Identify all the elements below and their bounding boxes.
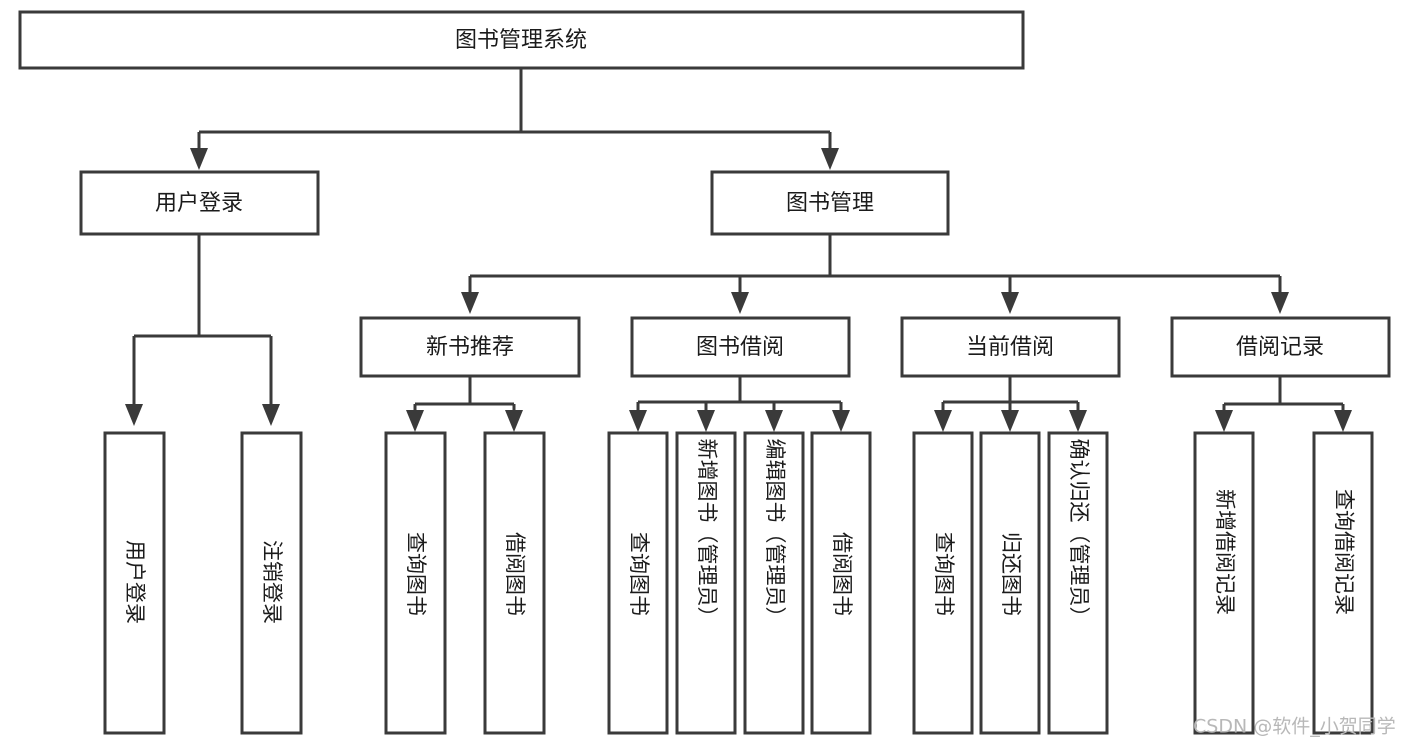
- leaf-add-record-label: 新增借阅记录: [1213, 489, 1237, 615]
- leaf-query-book-2-label: 查询图书: [627, 532, 651, 616]
- arrow-to-new-book-recommend: [461, 292, 479, 314]
- leaf-return-book-label: 归还图书: [999, 532, 1023, 616]
- node-current-borrow[interactable]: 当前借阅: [900, 316, 1121, 378]
- node-borrow-record[interactable]: 借阅记录: [1170, 316, 1391, 378]
- leaf-query-book-2[interactable]: 查询图书: [607, 431, 669, 735]
- leaf-edit-book-box[interactable]: [743, 431, 805, 735]
- node-current-borrow-box[interactable]: [900, 316, 1121, 378]
- node-root[interactable]: 图书管理系统: [18, 10, 1025, 70]
- node-book-management-label: 图书管理: [786, 191, 874, 216]
- node-book-borrow-box[interactable]: [630, 316, 851, 378]
- node-new-book-recommend-box[interactable]: [359, 316, 581, 378]
- arrow-to-book-management: [821, 148, 839, 170]
- leaf-add-record[interactable]: 新增借阅记录: [1193, 431, 1255, 735]
- leaf-logout-login-label: 注销登录: [260, 540, 284, 624]
- node-borrow-record-label: 借阅记录: [1236, 335, 1324, 360]
- leaf-query-book-3-label: 查询图书: [932, 532, 956, 616]
- leaf-add-book[interactable]: 新增图书（管理员）: [675, 431, 737, 735]
- arrow-leaf-add-record: [1215, 410, 1233, 432]
- leaf-query-book-1[interactable]: 查询图书: [384, 431, 447, 735]
- leaf-add-book-label: 新增图书（管理员）: [695, 439, 719, 628]
- leaf-user-login[interactable]: 用户登录: [103, 431, 166, 735]
- node-book-borrow[interactable]: 图书借阅: [630, 316, 851, 378]
- node-new-book-recommend[interactable]: 新书推荐: [359, 316, 581, 378]
- leaf-borrow-book-2[interactable]: 借阅图书: [810, 431, 872, 735]
- arrow-to-book-borrow: [731, 292, 749, 314]
- watermark: CSDN @软件_小贺同学: [1193, 716, 1396, 738]
- leaf-query-book-3-box[interactable]: [912, 431, 974, 735]
- node-borrow-record-box[interactable]: [1170, 316, 1391, 378]
- leaf-logout-login-box[interactable]: [240, 431, 303, 735]
- leaf-confirm-return-label: 确认归还（管理员）: [1067, 439, 1091, 628]
- leaf-edit-book-label: 编辑图书（管理员）: [763, 439, 787, 628]
- arrow-leaf-query-book-1: [406, 410, 424, 432]
- leaf-query-book-1-box[interactable]: [384, 431, 447, 735]
- node-current-borrow-label: 当前借阅: [966, 335, 1054, 360]
- node-user-login[interactable]: 用户登录: [79, 170, 320, 236]
- node-root-label: 图书管理系统: [455, 28, 587, 53]
- leaf-query-book-2-box[interactable]: [607, 431, 669, 735]
- connector-group-current-borrow: [934, 376, 1087, 432]
- arrow-to-current-borrow: [1001, 292, 1019, 314]
- arrow-leaf-add-book: [697, 410, 715, 432]
- leaf-logout-login[interactable]: 注销登录: [240, 431, 303, 735]
- connector-group-book-borrow: [629, 376, 850, 432]
- leaf-confirm-return[interactable]: 确认归还（管理员）: [1047, 431, 1109, 735]
- arrow-to-borrow-record: [1271, 292, 1289, 314]
- node-book-borrow-label: 图书借阅: [696, 335, 784, 360]
- leaf-query-record-label: 查询借阅记录: [1332, 489, 1356, 615]
- leaf-borrow-book-2-box[interactable]: [810, 431, 872, 735]
- arrow-leaf-user-login: [125, 404, 143, 426]
- node-book-management-box[interactable]: [710, 170, 950, 236]
- arrow-leaf-return-book: [1001, 410, 1019, 432]
- leaf-query-record-box[interactable]: [1312, 431, 1374, 735]
- arrow-leaf-borrow-book-2: [832, 410, 850, 432]
- arrow-leaf-logout-login: [262, 404, 280, 426]
- arrow-leaf-query-record: [1334, 410, 1352, 432]
- connector-group-new-book-recommend: [406, 376, 523, 432]
- node-user-login-label: 用户登录: [155, 191, 243, 216]
- arrow-leaf-borrow-book-1: [505, 410, 523, 432]
- arrow-leaf-edit-book: [765, 410, 783, 432]
- node-new-book-recommend-label: 新书推荐: [426, 335, 514, 360]
- leaf-query-book-3[interactable]: 查询图书: [912, 431, 974, 735]
- node-root-box[interactable]: [18, 10, 1025, 70]
- leaf-query-book-1-label: 查询图书: [404, 532, 428, 616]
- node-book-management[interactable]: 图书管理: [710, 170, 950, 236]
- leaf-confirm-return-box[interactable]: [1047, 431, 1109, 735]
- leaf-add-record-box[interactable]: [1193, 431, 1255, 735]
- arrow-leaf-confirm-return: [1069, 410, 1087, 432]
- leaf-borrow-book-1[interactable]: 借阅图书: [483, 431, 546, 735]
- leaf-user-login-label: 用户登录: [123, 540, 147, 624]
- leaf-borrow-book-2-label: 借阅图书: [830, 532, 854, 616]
- connector-group-borrow-record: [1215, 376, 1352, 432]
- connector-group-book-management: [461, 234, 1289, 314]
- connector-group-root: [190, 68, 839, 170]
- leaf-edit-book[interactable]: 编辑图书（管理员）: [743, 431, 805, 735]
- leaf-user-login-box[interactable]: [103, 431, 166, 735]
- leaf-borrow-book-1-label: 借阅图书: [503, 532, 527, 616]
- connector-group-user-login: [125, 234, 280, 426]
- node-user-login-box[interactable]: [79, 170, 320, 236]
- leaf-return-book[interactable]: 归还图书: [979, 431, 1041, 735]
- leaf-borrow-book-1-box[interactable]: [483, 431, 546, 735]
- arrow-leaf-query-book-2: [629, 410, 647, 432]
- arrow-to-user-login: [190, 148, 208, 170]
- arrow-leaf-query-book-3: [934, 410, 952, 432]
- leaf-query-record[interactable]: 查询借阅记录: [1312, 431, 1374, 735]
- leaf-return-book-box[interactable]: [979, 431, 1041, 735]
- leaf-add-book-box[interactable]: [675, 431, 737, 735]
